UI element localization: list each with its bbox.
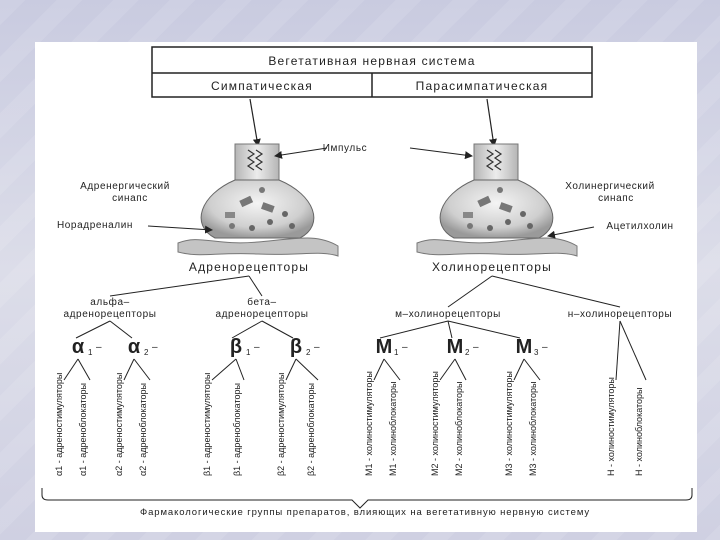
- header-parasympathetic: Парасимпатическая: [416, 79, 549, 93]
- connector-0-0: [63, 358, 79, 381]
- receptor-dash-1: –: [152, 342, 158, 353]
- connector-1-0: [123, 358, 135, 381]
- connector-0-1: [77, 358, 91, 381]
- arrow-sympathetic: [249, 98, 261, 147]
- arrow-parasympathetic: [486, 98, 497, 147]
- receptor-symbol-3: β: [290, 336, 302, 358]
- connector-3-1: [295, 358, 319, 381]
- drug-label-7-0: Н - холиностимуляторы: [606, 377, 616, 476]
- mediator-right-label: Ацетилхолин: [606, 221, 673, 232]
- drug-label-2-1: β1 - адреноблокаторы: [232, 383, 242, 476]
- receptor-symbol-5: М: [447, 336, 464, 358]
- receptor-dash-5: –: [473, 342, 479, 353]
- drug-label-6-0: М3 - холиностимуляторы: [504, 371, 514, 476]
- drug-label-1-0: α2 - адреностимуляторы: [114, 373, 124, 476]
- n-group-label: н–холинорецепторы: [568, 309, 673, 320]
- drug-label-0-1: α1 - адреноблокаторы: [78, 383, 88, 476]
- receptor-subscript-3: 2: [306, 348, 311, 357]
- receptor-subscript-6: 3: [534, 348, 539, 357]
- footer-brace: [41, 488, 693, 509]
- receptor-subscript-2: 1: [246, 348, 251, 357]
- alpha-group-label-2: адренорецепторы: [63, 309, 156, 320]
- receptor-dash-4: –: [402, 342, 408, 353]
- receptor-symbol-6: М: [516, 336, 533, 358]
- tree-connectors-top: [109, 275, 621, 308]
- drug-label-5-1: М2 - холиноблокаторы: [454, 381, 464, 476]
- tree-connectors-middle: [75, 320, 521, 339]
- synapse-right-illustration: [416, 143, 578, 257]
- drug-label-7-1: Н - холиноблокаторы: [634, 387, 644, 476]
- header-table: Вегетативная нервная система Симпатическ…: [151, 46, 593, 98]
- synapse-right-label-2: синапс: [598, 193, 634, 204]
- connector-4-0: [373, 358, 385, 381]
- drug-label-3-1: β2 - адреноблокаторы: [306, 383, 316, 476]
- drug-label-3-0: β2 - адреностимуляторы: [276, 373, 286, 476]
- drug-label-2-0: β1 - адреностимуляторы: [202, 373, 212, 476]
- connector-5-0: [439, 358, 456, 381]
- receptor-dash-6: –: [542, 342, 548, 353]
- receptor-symbol-4: М: [376, 336, 393, 358]
- connector-6-0: [513, 358, 525, 381]
- diagram-sheet: [35, 42, 697, 532]
- arrow-impulse-left: [274, 147, 328, 159]
- synapse-left-label-2: синапс: [112, 193, 148, 204]
- receptor-symbol-0: α: [72, 336, 85, 358]
- beta-group-label-1: бета–: [247, 296, 276, 308]
- connector-7-0: [615, 320, 621, 381]
- receptor-subscript-4: 1: [394, 348, 399, 357]
- header-sympathetic: Симпатическая: [211, 79, 313, 93]
- m-group-label: м–холинорецепторы: [395, 309, 501, 320]
- receptor-subscript-5: 2: [465, 348, 470, 357]
- connector-5-1: [454, 358, 467, 381]
- footer-caption: Фармакологические группы препаратов, вли…: [140, 507, 590, 518]
- mediator-left-label: Норадреналин: [57, 220, 133, 231]
- drug-label-1-1: α2 - адреноблокаторы: [138, 383, 148, 476]
- receptor-symbol-2: β: [230, 336, 242, 358]
- receptors-right-label: Холинорецепторы: [432, 260, 552, 274]
- connector-1-1: [133, 358, 151, 381]
- drug-label-4-1: М1 - холиноблокаторы: [388, 381, 398, 476]
- receptor-dash-2: –: [254, 342, 260, 353]
- connector-2-0: [211, 358, 237, 381]
- receptor-symbol-1: α: [128, 336, 141, 358]
- drug-label-0-0: α1 - адреностимуляторы: [54, 373, 64, 476]
- header-title: Вегетативная нервная система: [268, 54, 475, 68]
- receptor-dash-3: –: [314, 342, 320, 353]
- synapse-left-label-1: Адренергический: [80, 181, 170, 192]
- drug-label-5-0: М2 - холиностимуляторы: [430, 371, 440, 476]
- synapse-right-label-1: Холинергический: [565, 181, 655, 192]
- alpha-group-label-1: альфа–: [90, 296, 130, 308]
- arrow-impulse-right: [409, 147, 473, 160]
- receptor-dash-0: –: [96, 342, 102, 353]
- receptor-subscript-1: 2: [144, 348, 149, 357]
- receptors-left-label: Адренорецепторы: [189, 260, 309, 274]
- beta-group-label-2: адренорецепторы: [215, 309, 308, 320]
- connector-7-1: [619, 320, 647, 381]
- drug-layer: α1 - адреностимуляторы α1 - адреноблокато…: [54, 371, 644, 476]
- connector-3-0: [285, 358, 297, 381]
- connector-2-1: [235, 358, 245, 381]
- connector-4-1: [383, 358, 401, 381]
- arrow-mediator-left: [147, 225, 213, 234]
- arrow-mediator-right: [547, 226, 595, 239]
- drug-label-6-1: М3 - холиноблокаторы: [528, 381, 538, 476]
- drug-label-4-0: М1 - холиностимуляторы: [364, 371, 374, 476]
- synapse-left-illustration: [177, 143, 339, 257]
- receptor-subscript-0: 1: [88, 348, 93, 357]
- connector-6-1: [523, 358, 541, 381]
- impulse-label: Импульс: [323, 143, 368, 154]
